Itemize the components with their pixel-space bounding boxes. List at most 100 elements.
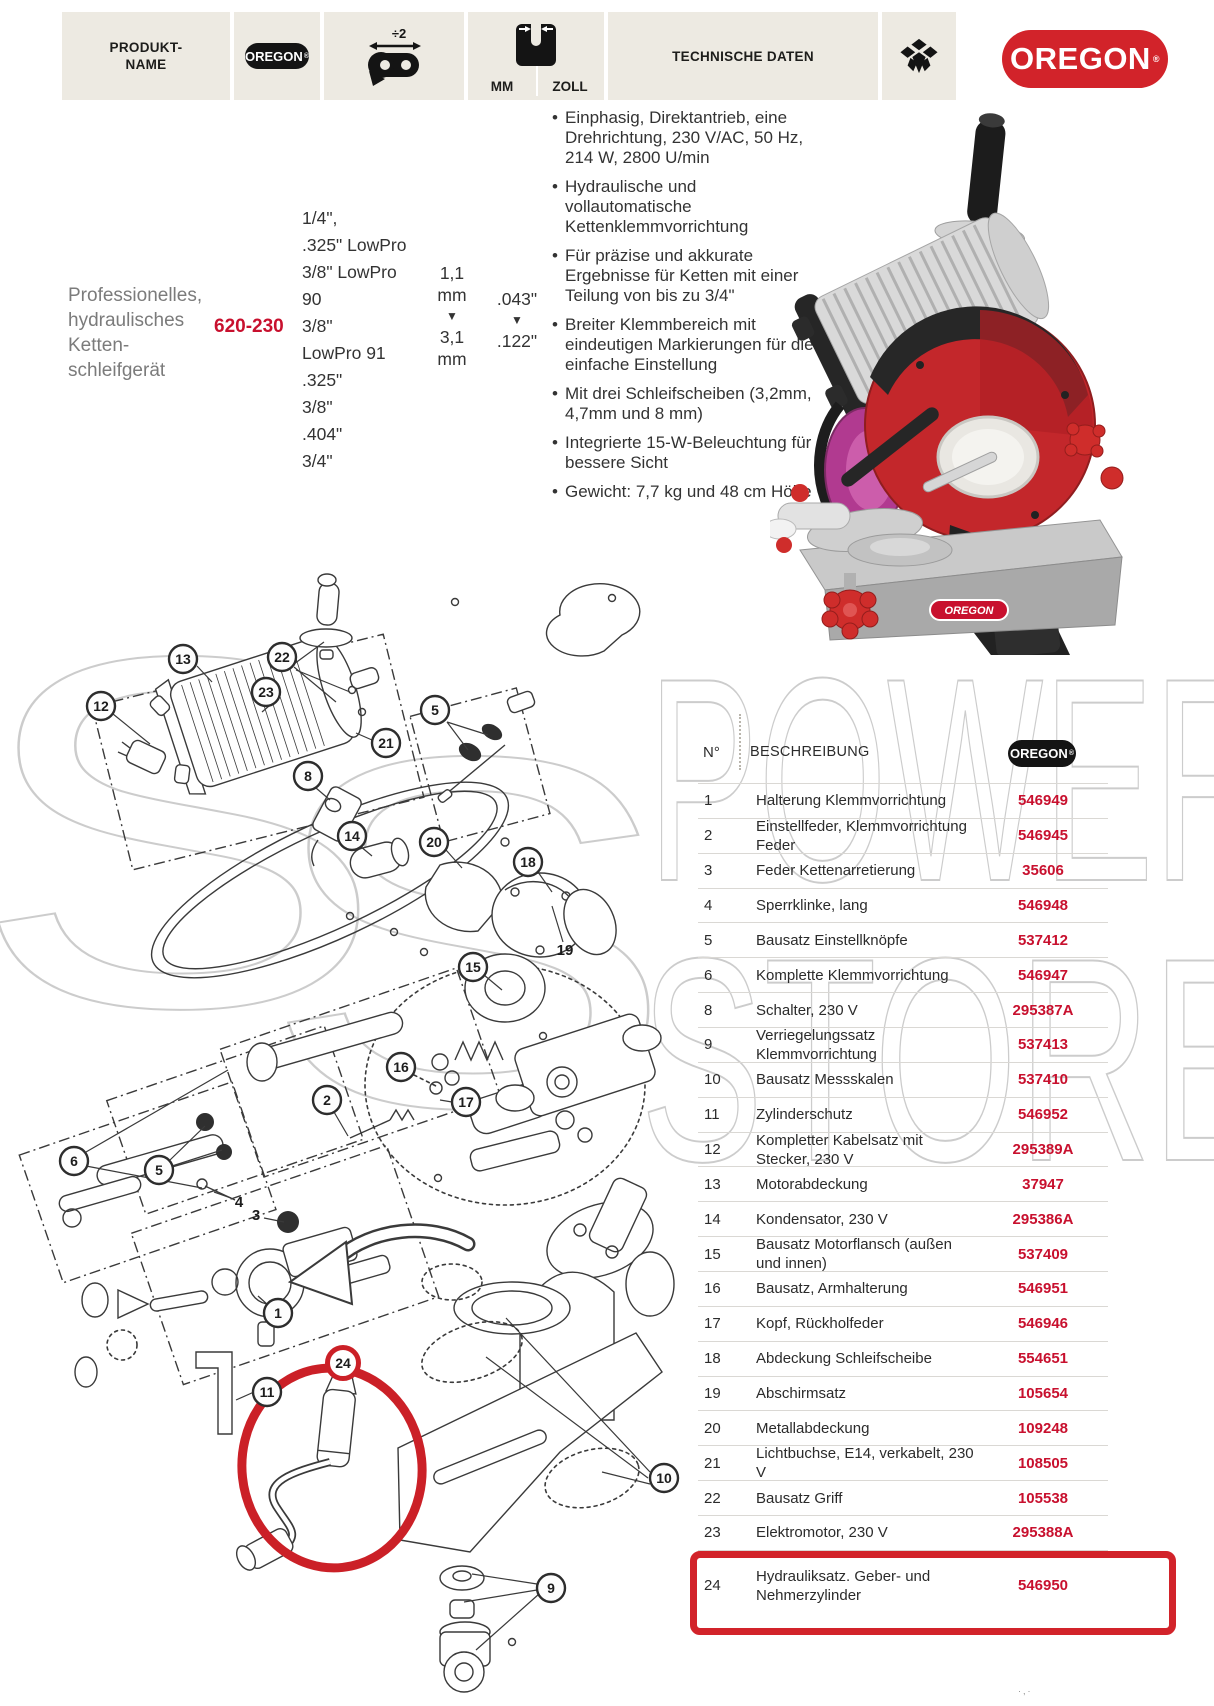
part-description: Abdeckung Schleifscheibe [756, 1350, 932, 1368]
callout-circle [292, 760, 324, 792]
part-number: 108505 [1017, 1454, 1069, 1472]
gauge-mm-line: ▼ [446, 309, 458, 323]
callout-circle [85, 690, 117, 722]
col-header-oregon-logo: OREGON® [1008, 740, 1076, 767]
feature-item: •Einphasig, Direktantrieb, eine Drehrich… [552, 108, 820, 168]
part-description: Verriegelungssatz Klemmvorrichtung [756, 1026, 877, 1063]
part-no: 13 [704, 1175, 721, 1193]
feature-item: •Hydraulische und vollautomatische Kette… [552, 177, 820, 237]
table-row: 8 Schalter, 230 V 295387A [698, 992, 1108, 1027]
registered-mark: ® [1068, 750, 1074, 757]
part-no: 15 [704, 1245, 721, 1263]
pitch-line: 3/8" LowPro [302, 262, 397, 282]
bullet: • [552, 246, 558, 265]
bullet: • [552, 108, 558, 127]
svg-text:POWER: POWER [648, 618, 1214, 942]
callout-number: 22 [274, 649, 290, 665]
table-row: 9 Verriegelungssatz Klemmvorrichtung 53741… [698, 1026, 1108, 1063]
part-number: 537413 [1017, 1036, 1069, 1054]
part-no: 14 [704, 1210, 721, 1228]
part-description: Komplette Klemmvorrichtung [756, 966, 949, 984]
gauge-zoll-column: .043"▼.122" [489, 288, 545, 352]
part-no: 5 [704, 931, 713, 949]
part-description: Bausatz, Armhalterung [756, 1280, 908, 1298]
part-no: 11 [704, 1106, 720, 1124]
product-name-header-label: PRODUKT-NAME [109, 40, 183, 72]
part-number: 546951 [1017, 1280, 1069, 1298]
callout-number: 10 [656, 1470, 672, 1486]
part-number: 554651 [1017, 1350, 1069, 1368]
part-number: 105654 [1017, 1385, 1069, 1403]
part-description: Metallabdeckung [756, 1419, 870, 1437]
product-photo: OREGON [770, 113, 1124, 655]
part-number: 105538 [1017, 1489, 1069, 1507]
col-header-no: N° [703, 744, 720, 761]
callout-number: 1 [274, 1305, 282, 1321]
callout-circle [266, 641, 298, 673]
feature-item: •Integrierte 15-W-Beleuchtung für besser… [552, 433, 820, 473]
pitch-line: 3/4" [302, 451, 333, 471]
gauge-mm-line: mm [437, 349, 467, 369]
callout-circle [512, 846, 544, 878]
header-cell-product-name: PRODUKT-NAME [62, 12, 230, 100]
part-description: Bausatz Messskalen [756, 1071, 894, 1089]
package-box-icon [900, 38, 938, 74]
part-no: 6 [704, 966, 713, 984]
part-description: Schalter, 230 V [756, 1001, 858, 1019]
part-no: 19 [704, 1385, 721, 1403]
callout-number: 24 [335, 1355, 351, 1371]
part-number: 546947 [1017, 966, 1069, 984]
part-description: Bausatz Motorflansch (außen und innen) [756, 1236, 952, 1273]
callout-number: 11 [260, 1384, 275, 1400]
gauge-mm-line: 3,1 [439, 327, 465, 347]
chain-pitch-icon: ÷2 [368, 26, 421, 86]
part-no: 9 [704, 1036, 713, 1054]
feature-text: Hydraulische und vollautomatische Ketten… [565, 177, 749, 236]
callout-number: 13 [175, 651, 191, 667]
part-number: 295387A [1012, 1001, 1074, 1019]
callout-24-red [325, 1345, 361, 1381]
part-no: 12 [704, 1141, 721, 1159]
gauge-zoll-line: .122" [496, 331, 538, 351]
part-description: Sperrklinke, lang [756, 897, 868, 914]
part-number: 295388A [1012, 1524, 1074, 1542]
part-no: 24 [704, 1577, 721, 1595]
header-cell-tech-daten: TECHNISCHE DATEN [608, 12, 878, 100]
pitch-line: .325" LowPro [302, 235, 407, 255]
mm-label: MM [490, 79, 514, 94]
callout-number: 14 [344, 828, 360, 844]
part-no: 2 [704, 827, 713, 845]
part-no: 22 [704, 1489, 721, 1507]
feature-item: •Breiter Klemmbereich mit eindeutigen Ma… [552, 315, 820, 375]
part-description: Hydrauliksatz. Geber- und Nehmerzylinder [756, 1567, 931, 1604]
part-no: 8 [704, 1001, 713, 1019]
part-no: 23 [704, 1524, 721, 1542]
pitch-line: 3/8" [302, 316, 333, 336]
product-name-line: Ketten- [68, 335, 130, 356]
pitch-line: LowPro 91 [302, 343, 386, 363]
svg-text:STORE: STORE [640, 898, 1214, 1222]
gauge-units-row: MM ZOLL [468, 79, 604, 94]
product-sku: 620-230 [214, 316, 284, 337]
red-highlight-ellipse [237, 1363, 427, 1573]
gauge-zoll-line: .043" [496, 289, 538, 309]
pitch-line: 3/8" [302, 397, 333, 417]
zoll-label: ZOLL [552, 79, 588, 94]
callout-circle [311, 1084, 343, 1116]
feature-text: Für präzise und akkurate Ergebnisse für … [565, 246, 799, 305]
part-no: 1 [704, 792, 713, 810]
part-number: 35606 [1022, 862, 1064, 880]
part-no: 4 [704, 897, 713, 914]
